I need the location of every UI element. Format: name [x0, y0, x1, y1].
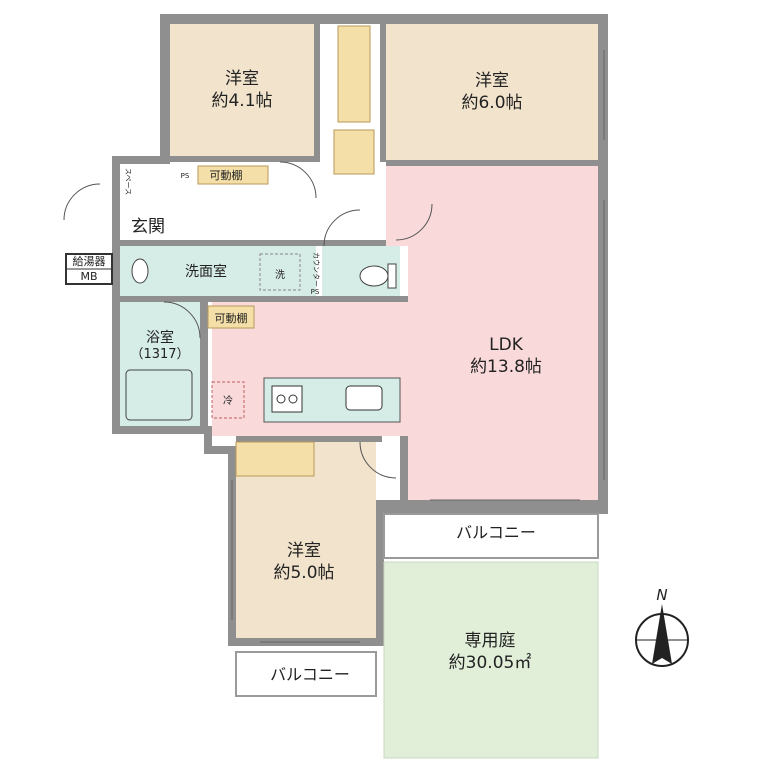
toilet-tank-icon — [387, 263, 397, 289]
washing-machine-label: 洗 — [275, 269, 285, 281]
shoe-cabinet-label: スペース — [124, 168, 132, 195]
entrance-name: 玄関 — [131, 217, 165, 237]
western-room-1-floor — [170, 24, 314, 156]
balcony-east-floor — [383, 513, 599, 559]
ldk-name: LDK — [489, 335, 524, 355]
refrigerator-space — [211, 381, 245, 419]
washing-machine-space — [259, 253, 301, 291]
pipe-space-2-label: PS — [311, 288, 320, 296]
burner-icon — [288, 394, 298, 404]
burner-icon — [276, 394, 286, 404]
western-room-3-name: 洋室 — [287, 541, 321, 561]
water-heater-label: 給湯器 — [73, 254, 106, 268]
windows — [231, 50, 605, 643]
garden-floor — [383, 561, 599, 759]
meter-box-label: MB — [80, 270, 97, 283]
western-room-2-name: 洋室 — [475, 71, 509, 91]
bathtub-icon — [125, 369, 193, 421]
compass-needle-icon — [652, 604, 672, 664]
movable-shelf-2-label: 可動棚 — [215, 311, 248, 325]
western-room-1-name: 洋室 — [225, 69, 259, 89]
balcony-west-floor — [235, 651, 377, 697]
washroom-floor — [120, 246, 316, 296]
washroom-name: 洗面室 — [185, 263, 227, 280]
kitchen-sink-icon — [345, 385, 383, 411]
toilet-counter-label: カウンター — [312, 252, 321, 287]
bathroom-size: （1317） — [130, 347, 189, 362]
compass-north-label: N — [656, 586, 667, 604]
pipe-space-1-label: PS — [181, 172, 190, 180]
garden-size: 約30.05㎡ — [449, 653, 532, 673]
balcony-west-name: バルコニー — [270, 665, 350, 684]
toilet-icon — [359, 265, 389, 287]
bathroom-name: 浴室 — [146, 329, 174, 346]
garden-name: 専用庭 — [465, 631, 516, 651]
toilet-floor — [322, 246, 400, 296]
movable-shelf-1-label: 可動棚 — [210, 168, 243, 182]
entrance-floor — [120, 164, 170, 240]
ldk-size: 約13.8帖 — [470, 357, 542, 377]
balcony-east-name: バルコニー — [456, 523, 536, 542]
compass — [635, 604, 689, 667]
western-room-3-size: 約5.0帖 — [273, 563, 334, 583]
doors — [63, 161, 433, 479]
western-room-1-size: 約4.1帖 — [211, 91, 272, 111]
western-room-2-floor — [386, 24, 598, 160]
western-room-2-size: 約6.0帖 — [461, 93, 522, 113]
refrigerator-label: 冷 — [223, 394, 233, 407]
washbasin-icon — [131, 258, 149, 284]
closets — [197, 25, 375, 477]
